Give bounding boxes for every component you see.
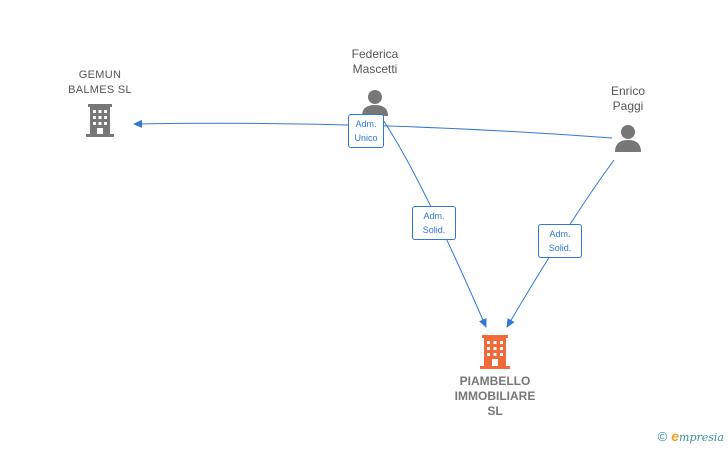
node-label-federica[interactable]: Federica Mascetti bbox=[330, 47, 420, 77]
node-label-gemun[interactable]: GEMUN BALMES SL bbox=[48, 68, 152, 98]
edge-label-line1: Adm. bbox=[355, 119, 377, 129]
building-icon-piambello[interactable] bbox=[480, 335, 510, 369]
empresia-logo: empresia bbox=[671, 428, 724, 444]
empresia-watermark: © empresia bbox=[658, 428, 724, 444]
enrico-name-line2: Paggi bbox=[612, 99, 644, 113]
edge-label-adm-solid-federica[interactable]: Adm. Solid. bbox=[412, 206, 456, 240]
edge-label-line2: Solid. bbox=[548, 243, 572, 253]
gemun-name-line2: BALMES SL bbox=[68, 84, 132, 96]
piambello-name-line3: SL bbox=[487, 404, 503, 418]
edge-label-line1: Adm. bbox=[549, 229, 571, 239]
empresia-logo-initial: e bbox=[671, 428, 680, 444]
federica-name-line2: Mascetti bbox=[352, 62, 398, 76]
edge-label-adm-unico[interactable]: Adm. Unico bbox=[348, 114, 384, 148]
person-icon-federica[interactable] bbox=[362, 90, 388, 116]
edge-label-adm-solid-enrico[interactable]: Adm. Solid. bbox=[538, 224, 582, 258]
node-label-piambello[interactable]: PIAMBELLO IMMOBILIARE SL bbox=[430, 374, 560, 419]
person-icon-enrico[interactable] bbox=[615, 125, 641, 152]
edge-federica-to-piambello bbox=[382, 119, 487, 328]
edge-label-line2: Unico bbox=[354, 133, 378, 143]
node-label-enrico[interactable]: Enrico Paggi bbox=[588, 84, 668, 114]
enrico-name-line1: Enrico bbox=[610, 84, 645, 98]
building-icon-gemun[interactable] bbox=[86, 104, 114, 137]
piambello-name-line1: PIAMBELLO bbox=[459, 374, 531, 388]
federica-name-line1: Federica bbox=[351, 47, 399, 61]
empresia-logo-text: mpresia bbox=[679, 431, 724, 444]
edge-label-line1: Adm. bbox=[423, 211, 445, 221]
copyright-symbol: © bbox=[657, 428, 668, 444]
edge-label-line2: Solid. bbox=[422, 225, 446, 235]
piambello-name-line2: IMMOBILIARE bbox=[454, 389, 536, 403]
gemun-name-line1: GEMUN bbox=[78, 69, 122, 81]
